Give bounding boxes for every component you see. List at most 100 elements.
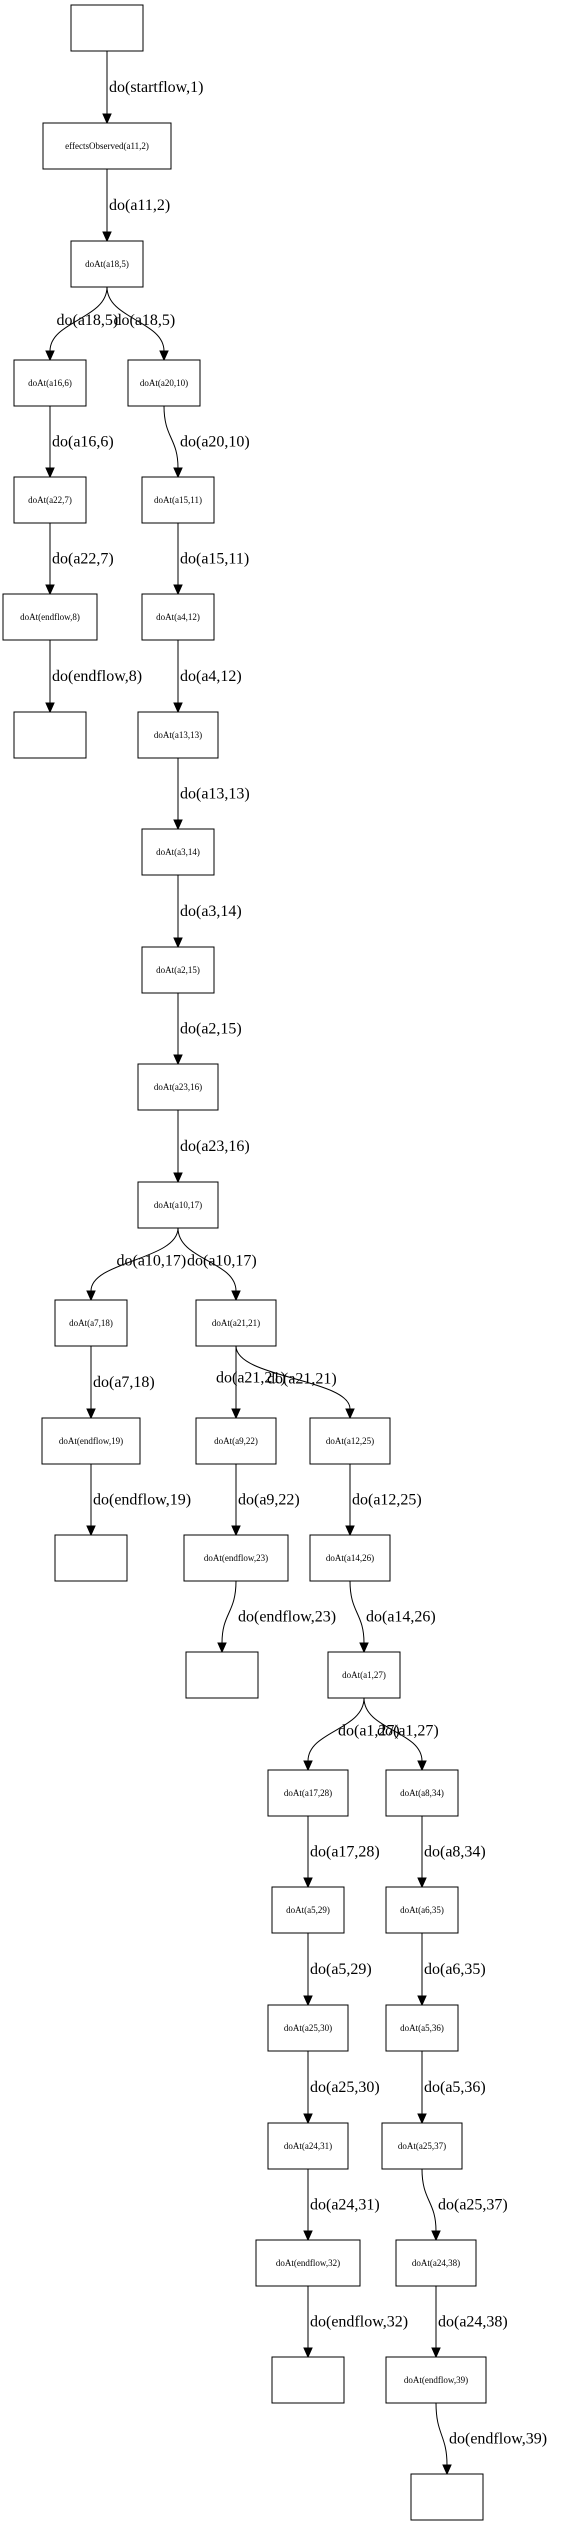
edge-label: do(a18,5) [114,312,176,329]
edge-line [363,1697,423,1762]
edge-label: do(a5,29) [310,1961,372,1978]
node-box [141,476,215,524]
state-node: doAt(a5,29) [271,1886,345,1934]
node-label: doAt(a4,12) [156,612,200,622]
node-label: doAt(a3,14) [156,847,200,857]
node-box [137,711,219,759]
edge: do(a20,10) [163,405,250,479]
arrowhead [173,1054,183,1066]
state-node: effectsObserved(a11,2) [42,122,172,170]
state-node: doAt(a25,37) [381,2122,463,2170]
state-node: doAt(a12,25) [309,1417,391,1465]
edge-label: do(a13,13) [180,786,250,803]
node-label: doAt(a20,10) [140,378,188,388]
edge-label: do(a9,22) [238,1492,300,1509]
node-label: doAt(a16,6) [28,378,72,388]
edge-label: do(a2,15) [180,1021,242,1038]
state-node: doAt(a24,31) [267,2122,349,2170]
node-box [255,2239,361,2287]
edge: do(a1,27) [363,1697,439,1772]
edge-label: do(a15,11) [180,551,249,568]
arrowhead [303,1995,313,2007]
nodes: effectsObserved(a11,2) doAt(a18,5) doAt(a1… [2,4,487,2521]
arrowhead [417,1760,427,1772]
edge: do(endflow,19) [86,1464,191,1537]
edge-label: do(a23,16) [180,1138,250,1155]
edge-label: do(a4,12) [180,668,242,685]
edge-label: do(a24,31) [310,2197,380,2214]
state-node: doAt(a17,28) [267,1769,349,1817]
terminal-node [70,4,144,52]
node-box [183,1534,289,1582]
edge-label: do(a12,25) [352,1492,422,1509]
node-label: doAt(a12,25) [326,1436,374,1446]
edge-label: do(a14,26) [366,1609,436,1626]
edge: do(a21,21) [235,1345,355,1420]
edge-label: do(endflow,19) [93,1492,191,1509]
edge: do(a18,5) [106,286,176,362]
edge: do(endflow,23) [217,1580,336,1654]
edge-label: do(a20,10) [180,434,250,451]
arrowhead [359,1642,369,1654]
node-label: doAt(a7,18) [69,1318,113,1328]
state-node: doAt(endflow,23) [183,1534,289,1582]
node-box [13,476,87,524]
node-box [141,946,215,994]
state-node: doAt(a14,26) [309,1534,391,1582]
edge-label: do(a8,34) [424,1844,486,1861]
node-label: doAt(a13,13) [154,730,202,740]
edge: do(a3,14) [173,875,242,949]
node-box [70,240,144,288]
edge-label: do(endflow,39) [449,2431,547,2448]
state-node: doAt(a18,5) [70,240,144,288]
edge-label: do(startflow,1) [109,79,204,96]
terminal-node [410,2473,484,2521]
edge: do(a21,21) [216,1346,286,1420]
edge-label: do(a25,30) [310,2079,380,2096]
edge-line [235,1345,351,1410]
node-box [141,828,215,876]
arrowhead [345,1525,355,1537]
edge: do(a5,29) [303,1933,372,2007]
arrowhead [45,584,55,596]
node-box [141,593,215,641]
node-box [267,2122,349,2170]
node-box [381,2122,463,2170]
edge: do(a18,5) [45,286,118,362]
arrowhead [173,584,183,596]
edge-label: do(a6,35) [424,1961,486,1978]
arrowhead [217,1642,227,1654]
edge-label: do(a21,21) [267,1370,337,1387]
edge-label: do(a21,21) [216,1370,286,1387]
state-node: doAt(a25,30) [267,2004,349,2052]
node-box [385,1886,459,1934]
terminal-node [185,1651,259,1699]
arrowhead [442,2464,452,2476]
state-node: doAt(a16,6) [13,359,87,407]
node-label: doAt(a8,34) [400,1788,444,1798]
arrowhead [231,1290,241,1302]
edge-label: do(a10,17) [187,1252,257,1269]
node-label: doAt(a25,30) [284,2023,332,2033]
node-label: doAt(a25,37) [398,2141,446,2151]
state-node: doAt(a15,11) [141,476,215,524]
node-box [395,2239,477,2287]
node-label: doAt(endflow,8) [20,612,80,622]
state-node: doAt(a3,14) [141,828,215,876]
edge: do(a11,2) [102,169,170,243]
state-node: doAt(a20,10) [127,359,201,407]
state-node: doAt(a24,38) [395,2239,477,2287]
arrowhead [86,1525,96,1537]
edge-label: do(a1,27) [377,1722,439,1739]
node-box [385,1769,459,1817]
node-label: doAt(a2,15) [156,965,200,975]
edge-line [106,286,165,352]
state-node: doAt(a6,35) [385,1886,459,1934]
edge-line [90,1227,179,1292]
edge: do(a13,13) [173,758,250,831]
node-box [185,1651,259,1699]
arrowhead [102,113,112,125]
edge-label: do(a24,38) [438,2314,508,2331]
arrowhead [45,350,55,362]
